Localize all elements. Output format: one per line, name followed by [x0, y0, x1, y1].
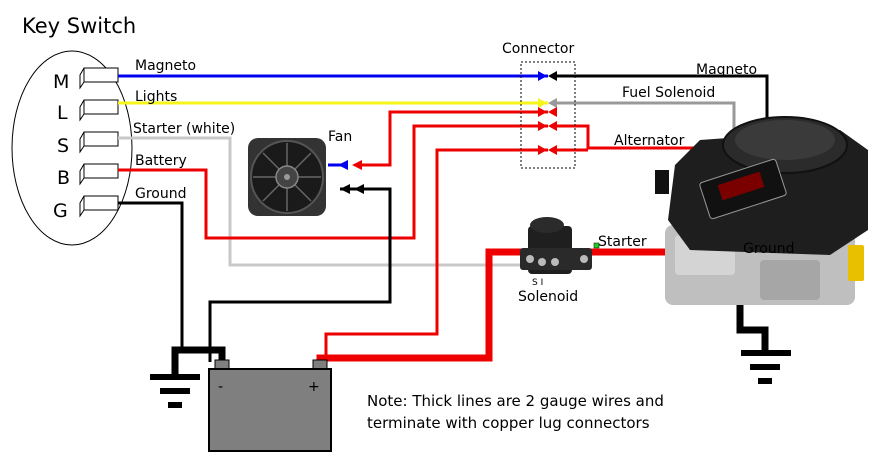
key-switch-letter-l: L	[57, 102, 68, 124]
alternator-wire-top	[556, 124, 700, 150]
starter-terminal-marker	[593, 242, 600, 249]
connector-pin-alt1-socket	[548, 121, 557, 131]
wire-label-battery: Battery	[135, 153, 187, 169]
connector-label: Connector	[502, 41, 574, 57]
switch-terminal-m	[79, 67, 119, 90]
switch-terminal-l	[79, 99, 119, 122]
engine-magneto-wire	[556, 74, 769, 120]
wire-label-magneto: Magneto	[135, 58, 196, 74]
key-switch-outline	[11, 50, 133, 246]
engine-fuel-solenoid-label: Fuel Solenoid	[622, 85, 715, 101]
engine-ground-symbol	[741, 350, 791, 384]
fan-negative-wire	[208, 187, 392, 362]
connector-pin-fuel-socket	[548, 98, 557, 108]
note-line-1: Note: Thick lines are 2 gauge wires and	[367, 392, 664, 410]
engine-ground-label: Ground	[743, 241, 795, 257]
fan-icon	[248, 138, 326, 216]
connector-pin-alt2-socket	[548, 145, 557, 155]
battery-minus-label: -	[218, 379, 223, 395]
fan-label: Fan	[328, 129, 352, 145]
wire-label-ground: Ground	[135, 186, 187, 202]
fan-black-arrow-2	[354, 184, 364, 194]
key-switch-title: Key Switch	[22, 14, 136, 38]
battery-plus-label: +	[308, 379, 320, 395]
connector-pin-alt1-arrow	[538, 121, 547, 131]
wire-label-starter: Starter (white)	[133, 121, 235, 137]
solenoid-icon	[520, 217, 592, 274]
switch-terminal-b	[79, 163, 119, 186]
key-switch-letter-g: G	[53, 200, 68, 222]
switch-terminal-s	[79, 131, 119, 154]
battery-to-positive-wire	[324, 148, 548, 362]
battery-ground-symbol	[150, 374, 200, 408]
key-switch-letter-s: S	[57, 135, 69, 157]
thick-battery-negative-wire	[171, 346, 226, 374]
connector-pin-fan-socket	[548, 107, 557, 117]
fan-positive-wire	[358, 110, 548, 167]
engine-magneto-label: Magneto	[696, 62, 757, 78]
solenoid-label: Solenoid	[518, 289, 578, 305]
solenoid-terminals-label: S I	[532, 278, 543, 288]
key-switch-letter-b: B	[57, 167, 70, 189]
key-switch-letter-m: M	[53, 71, 69, 93]
engine-icon	[655, 116, 868, 305]
battery-icon	[208, 359, 332, 452]
connector-pin-fan-arrow	[538, 107, 547, 117]
connector-box	[520, 61, 576, 169]
connector-pin-alt2-arrow	[538, 145, 547, 155]
fan-blue-arrow	[338, 160, 348, 170]
fan-black-arrow-1	[340, 184, 350, 194]
wire-label-lights: Lights	[135, 89, 177, 105]
battery-wire	[118, 124, 548, 240]
connector-pin-lights-arrow	[538, 98, 547, 108]
fuel-solenoid-wire	[556, 101, 736, 140]
switch-ground-wire	[118, 201, 184, 352]
fan-red-arrow	[352, 160, 362, 170]
connector-pin-magneto-socket	[548, 71, 557, 81]
engine-starter-label: Starter	[598, 234, 647, 250]
engine-alternator-label: Alternator	[614, 133, 685, 149]
connector-pin-magneto-arrow	[538, 71, 547, 81]
switch-terminal-g	[79, 195, 119, 218]
thick-battery-to-solenoid-wire	[316, 248, 528, 362]
starter-wire	[118, 136, 522, 267]
note-line-2: terminate with copper lug connectors	[367, 414, 650, 432]
